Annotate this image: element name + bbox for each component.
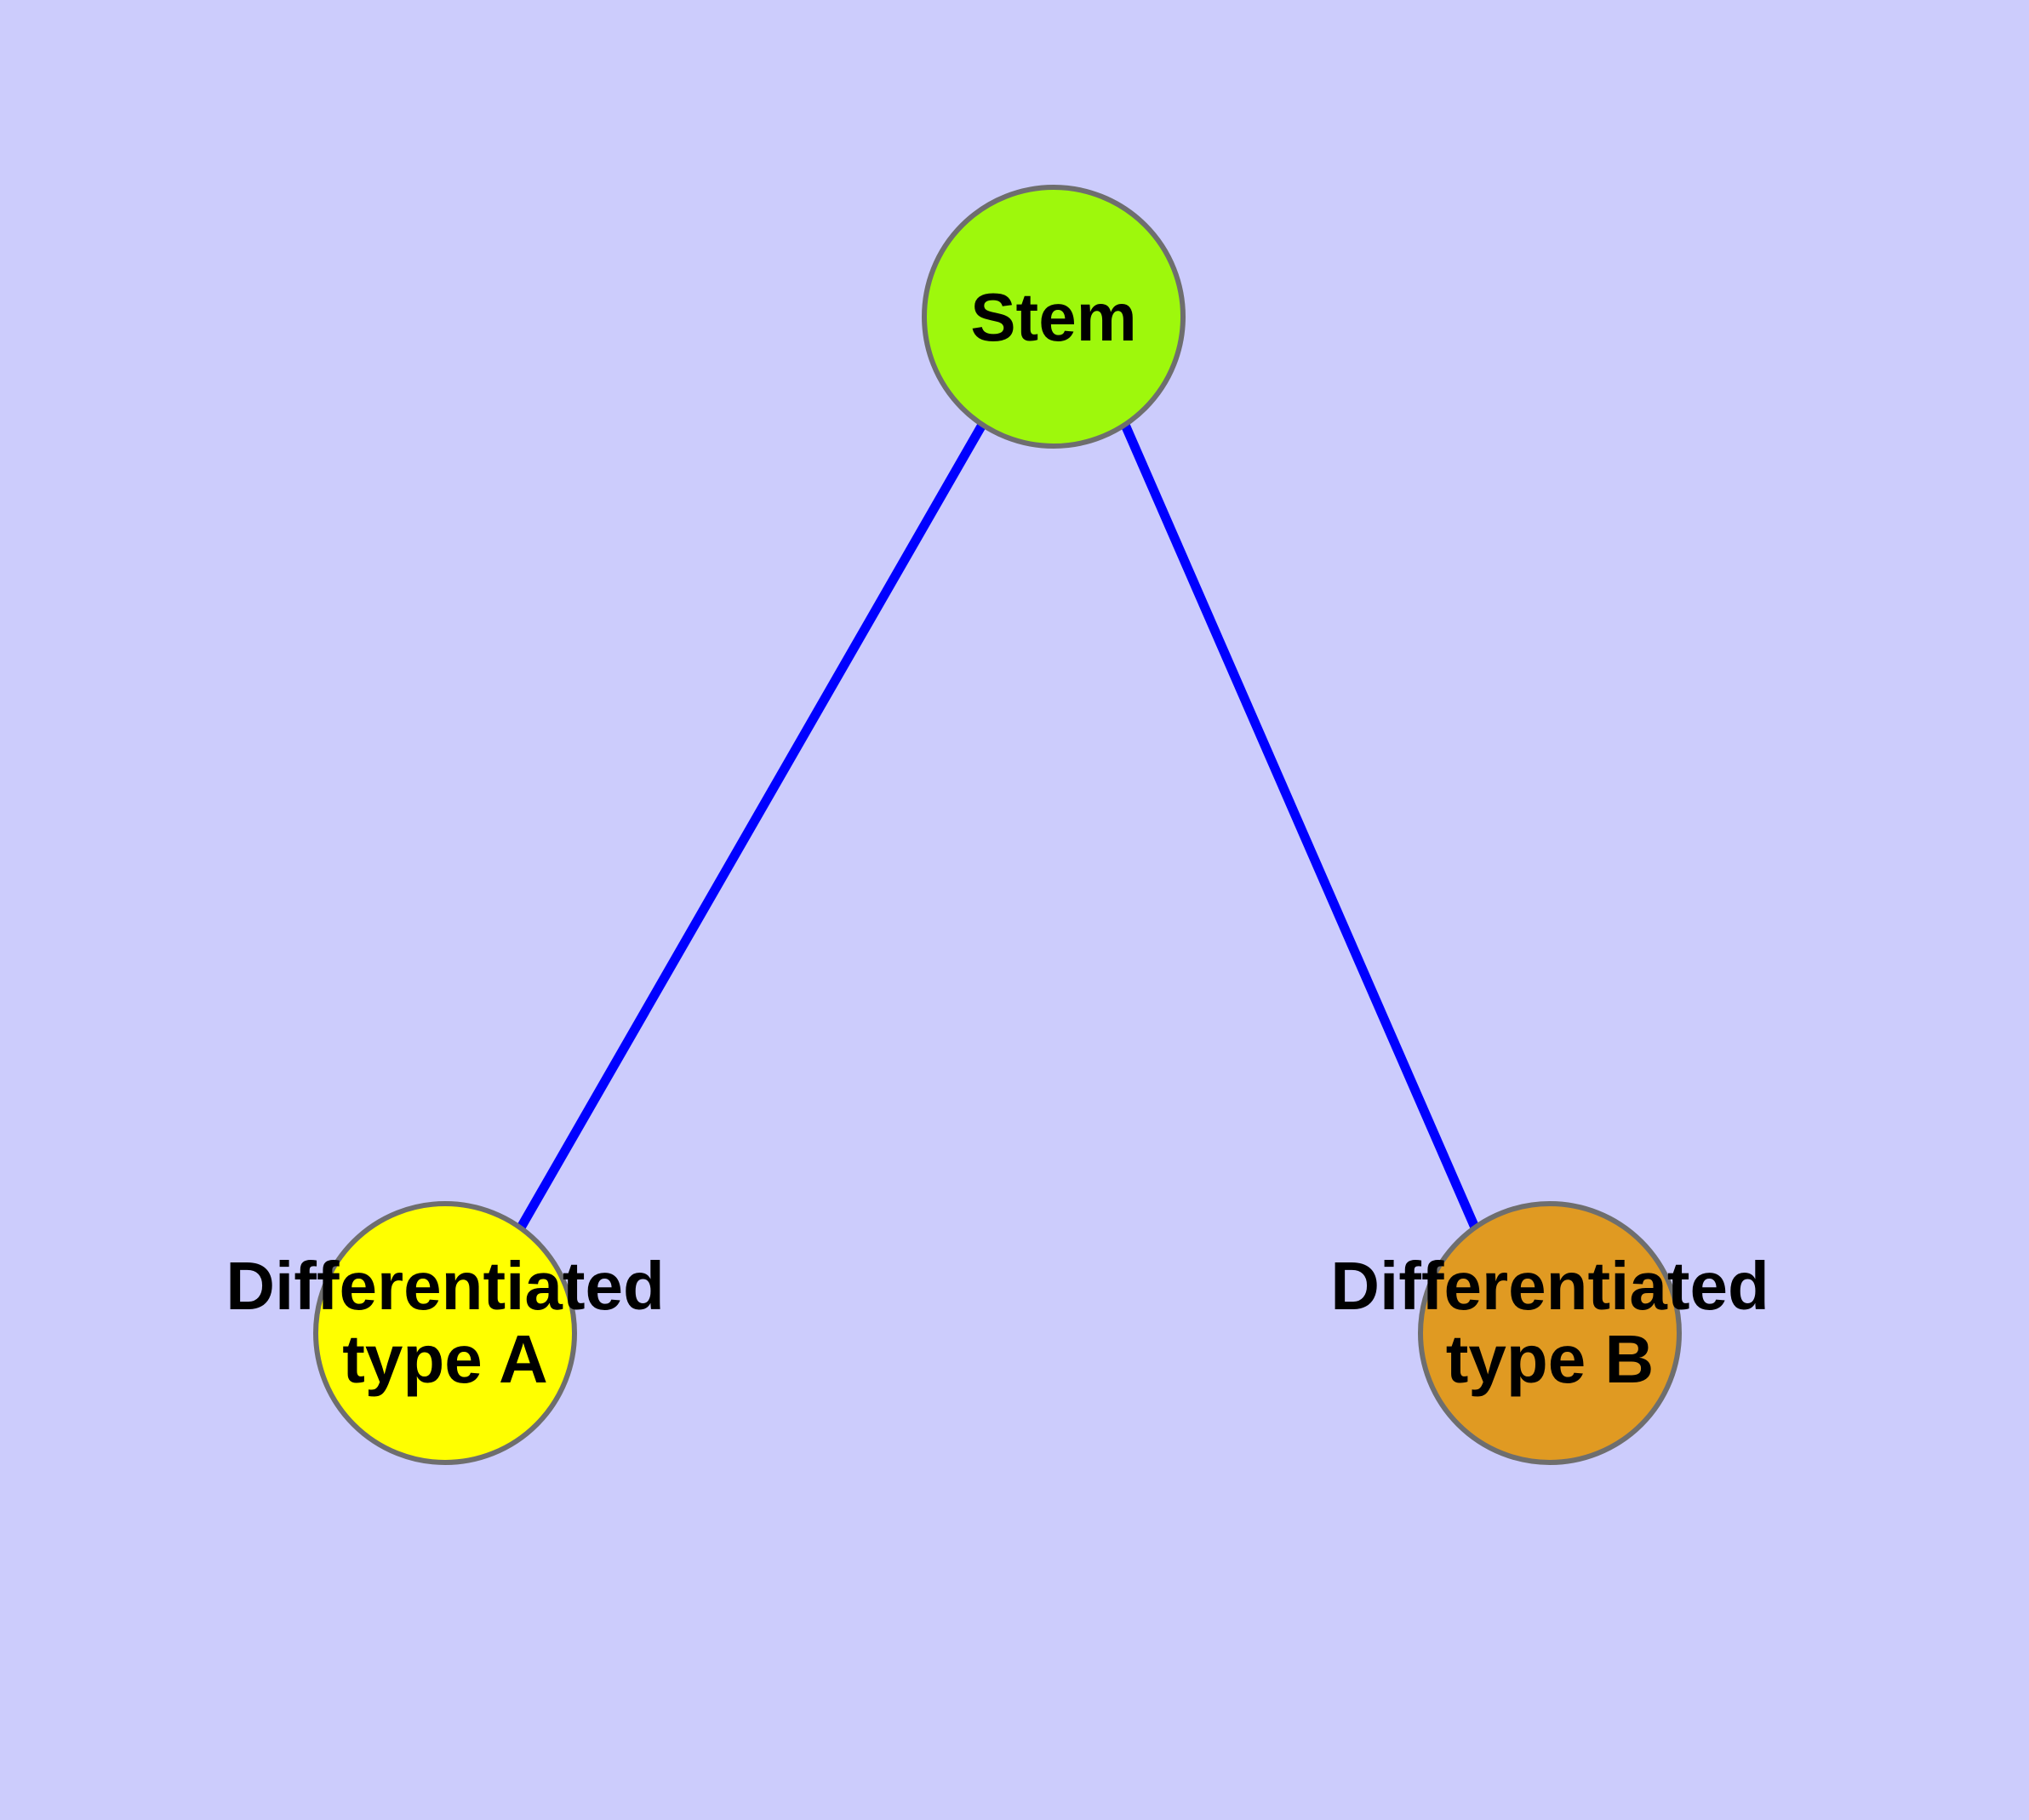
node-label-line: Differentiated <box>1330 1248 1769 1324</box>
node-stem-circle[interactable] <box>922 185 1186 449</box>
node-differentiated-type-b-circle[interactable] <box>1418 1201 1682 1465</box>
edge-stem-to-differentiated-type-b[interactable] <box>1120 422 1480 1230</box>
node-layer <box>313 185 1682 1465</box>
node-differentiated-type-a-circle[interactable] <box>313 1201 577 1465</box>
edge-layer <box>517 422 1480 1230</box>
node-stem-label: Stem <box>970 279 1137 355</box>
node-label-line: Differentiated <box>226 1248 665 1324</box>
node-label-line: type A <box>342 1321 548 1397</box>
node-label-line: Stem <box>970 279 1137 355</box>
edge-stem-to-differentiated-type-a[interactable] <box>517 422 986 1230</box>
node-label-line: type B <box>1446 1321 1655 1397</box>
